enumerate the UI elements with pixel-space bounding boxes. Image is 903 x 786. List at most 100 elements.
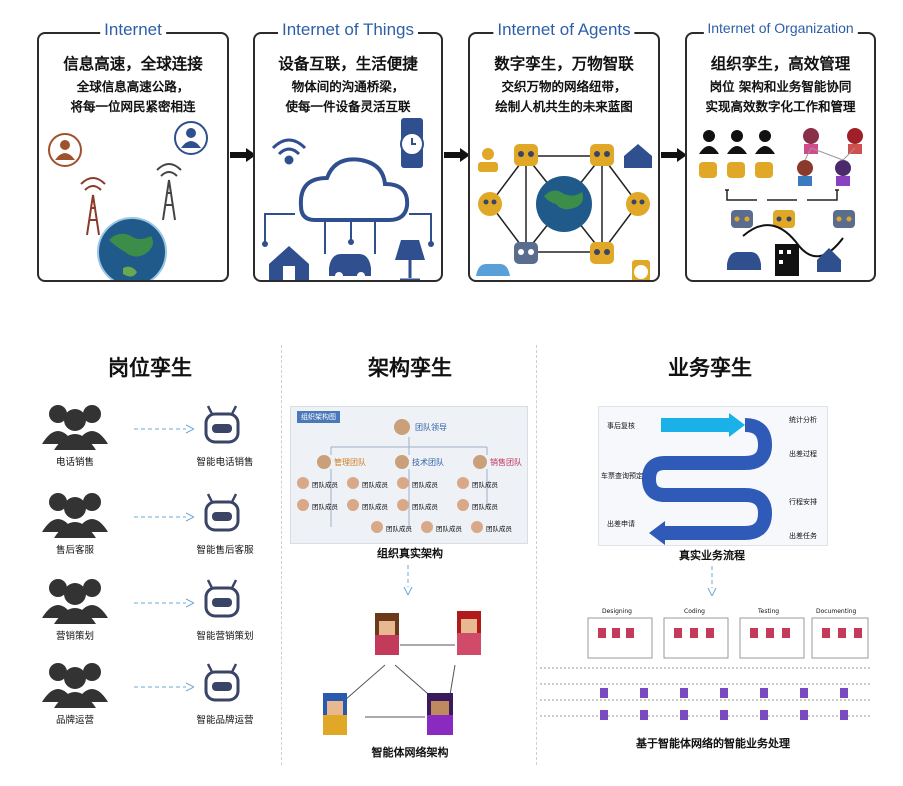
divider <box>536 345 537 765</box>
dashed-arrow-icon <box>134 598 194 608</box>
org-team-label: 管理团队 <box>334 458 366 467</box>
panel-internet: Internet 信息高速，全球连接 全球信息高速公路， 将每一位网民紧密相连 <box>37 20 229 282</box>
org-member-label: 团队成员 <box>412 503 438 511</box>
org-member-label: 团队成员 <box>472 481 498 489</box>
people-group-icon <box>42 663 108 708</box>
pixel-avatar-icon <box>323 693 347 735</box>
position-row: 电话销售 智能电话销售 <box>30 400 260 470</box>
pixel-avatar-icon <box>457 611 481 655</box>
org-member-label: 团队成员 <box>486 525 512 533</box>
flow-step-label: 出差任务 <box>789 532 817 540</box>
panel-line: 交织万物的网络纽带， <box>501 79 627 94</box>
business-flow-screenshot: 事后复核 车票查询预定 出差申请 统计分析 出差过程 行程安排 出差任务 <box>598 406 828 546</box>
caption: 真实业务流程 <box>679 549 745 562</box>
home-icon <box>269 246 309 280</box>
section-title: 架构孪生 <box>368 356 452 380</box>
panel-agents: Internet of Agents 数字孪生，万物智联 交织万物的网络纽带， … <box>468 20 660 282</box>
panel-iot: Internet of Things 设备互联，生活便捷 物体间的沟通桥梁， 使… <box>253 20 443 282</box>
people-group-icon <box>699 130 775 154</box>
position-row: 营销策划 智能营销策划 <box>30 574 260 644</box>
dashed-arrow-icon <box>134 512 194 522</box>
dashed-arrow-down-icon <box>403 565 413 595</box>
iot-illustration <box>262 118 434 280</box>
phase-label: Testing <box>758 608 780 615</box>
car-icon <box>329 254 371 280</box>
org-chart-tab: 组织架构图 <box>297 411 340 423</box>
panel-title: Internet of Organization <box>703 20 858 36</box>
agent-role-label: 智能电话销售 <box>196 457 254 468</box>
home-icon <box>817 248 841 272</box>
user-avatar-icon <box>174 121 208 155</box>
flow-step-label: 行程安排 <box>789 498 817 506</box>
dashed-arrow-icon <box>134 682 194 692</box>
lamp-icon <box>395 240 425 280</box>
user-avatar-icon <box>48 133 82 167</box>
robot-icon <box>204 405 240 444</box>
serpentine-flow <box>641 413 773 545</box>
avatar-icon <box>797 160 813 186</box>
org-member-label: 团队成员 <box>412 481 438 489</box>
human-role-label: 营销策划 <box>55 631 94 642</box>
panel-line: 将每一位网民紧密相连 <box>70 99 196 114</box>
flow-step-label: 统计分析 <box>789 416 817 424</box>
workflow-lines <box>540 617 870 720</box>
agent-workflow-diagram: Designing Coding Testing Documenting <box>540 608 870 732</box>
panel-title: Internet <box>100 20 166 40</box>
avatar-icon <box>847 128 863 154</box>
org-chart-lines <box>297 419 488 533</box>
home-icon <box>624 144 652 168</box>
robot-icon <box>833 210 855 228</box>
pixel-avatar-icon <box>375 613 399 655</box>
human-role-label: 电话销售 <box>55 457 94 468</box>
caption: 组织真实架构 <box>377 547 443 560</box>
panel-headline: 信息高速，全球连接 <box>63 55 203 73</box>
panel-line: 岗位 架构和业务智能协同 <box>709 79 852 94</box>
robot-icon <box>773 210 795 228</box>
dashed-arrow-down-icon <box>707 566 717 596</box>
wifi-icon <box>271 138 307 165</box>
people-group-icon <box>42 579 108 624</box>
pixel-avatar-icon <box>427 693 453 735</box>
internet-illustration <box>48 121 208 280</box>
globe-icon <box>536 176 592 232</box>
agent-network-graph <box>323 611 481 735</box>
org-member-label: 团队成员 <box>362 503 388 511</box>
person-icon <box>478 148 498 172</box>
agent-role-label: 智能营销策划 <box>196 631 254 642</box>
panel-line: 绘制人机共生的未来蓝图 <box>495 99 633 114</box>
phase-label: Coding <box>684 608 705 615</box>
org-member-label: 团队成员 <box>386 525 412 533</box>
antenna-tower-icon <box>156 163 182 221</box>
arrow-right-icon <box>661 148 687 162</box>
org-member-label: 团队成员 <box>436 525 462 533</box>
globe-icon <box>97 217 167 280</box>
people-group-icon <box>42 493 108 538</box>
human-role-label: 品牌运营 <box>55 715 94 726</box>
people-group-icon <box>42 405 108 450</box>
flow-step-label: 事后复核 <box>607 422 635 430</box>
robot-icon <box>590 144 614 166</box>
human-role-label: 售后客服 <box>55 545 94 556</box>
robot-icon <box>731 210 753 228</box>
flow-step-label: 车票查询预定 <box>601 472 643 480</box>
org-chart-screenshot: 组织架构图 团队领导 管理团队 技术团队 销售团队 团队成员 团队成员 团队成员… <box>290 406 528 544</box>
dashed-arrow-icon <box>134 424 194 434</box>
robot-icon <box>204 579 240 618</box>
panel-line: 使每一件设备灵活互联 <box>285 99 411 114</box>
building-icon <box>775 244 799 276</box>
org-team-label: 销售团队 <box>490 458 522 467</box>
antenna-tower-icon <box>80 177 106 236</box>
divider <box>281 345 282 765</box>
cloud-icon <box>262 157 434 254</box>
panel-headline: 设备互联，生活便捷 <box>278 55 418 73</box>
watch-icon <box>400 118 424 168</box>
org-member-label: 团队成员 <box>362 481 388 489</box>
robot-icon <box>478 192 502 216</box>
organization-illustration <box>699 128 863 276</box>
flow-step-label: 出差过程 <box>789 450 817 458</box>
avatar-icon <box>835 160 851 186</box>
arrow-right-icon <box>230 148 256 162</box>
panel-headline: 数字孪生，万物智联 <box>494 55 634 73</box>
robot-icon <box>590 242 614 264</box>
agent-role-label: 智能售后客服 <box>196 545 254 556</box>
